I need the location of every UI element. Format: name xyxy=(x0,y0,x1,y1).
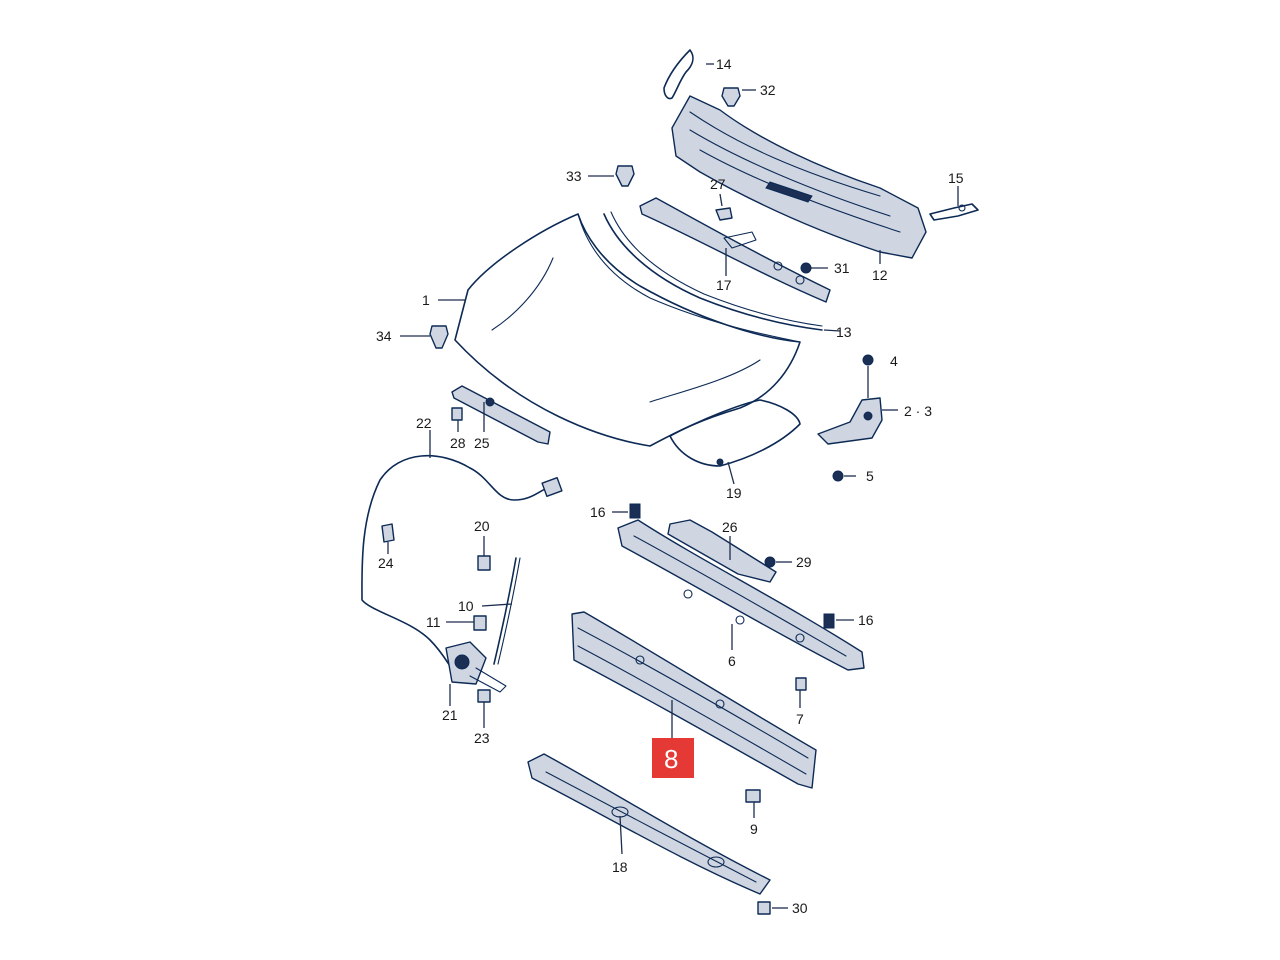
clip-11-icon xyxy=(473,615,487,631)
callout-18: 18 xyxy=(612,859,628,875)
callout-1: 1 xyxy=(422,292,430,308)
highlight-box-8 xyxy=(652,738,694,778)
callout-23: 23 xyxy=(474,730,490,746)
callout-4: 4 xyxy=(890,353,898,369)
washer-nozzle-part xyxy=(929,203,979,221)
core-support-upper-part xyxy=(617,519,865,671)
callout-15: 15 xyxy=(948,170,964,186)
fasteners xyxy=(381,87,874,915)
leader-lines xyxy=(387,63,959,909)
callout-11: 11 xyxy=(426,614,441,630)
clip-27-icon xyxy=(715,207,733,221)
bolt-16b-icon xyxy=(823,613,835,629)
callout-9: 9 xyxy=(750,821,758,837)
release-cable-part xyxy=(361,454,471,667)
callout-31: 31 xyxy=(834,260,850,276)
hood-part xyxy=(454,213,801,447)
clip-34-icon xyxy=(429,325,449,349)
callout-5: 5 xyxy=(866,468,874,484)
weatherstrip-part xyxy=(603,213,823,331)
prop-rod-part xyxy=(493,557,517,665)
bolt-9-icon xyxy=(745,789,761,803)
insulator-clip xyxy=(716,458,724,466)
clip-20-icon xyxy=(477,555,491,571)
callout-27: 27 xyxy=(710,176,726,192)
callout-32: 32 xyxy=(760,82,776,98)
bolt-4-icon xyxy=(862,354,874,366)
hood-insulator-part xyxy=(669,399,801,467)
callout-16a: 16 xyxy=(590,504,606,520)
lower-crossmember-part xyxy=(527,753,771,895)
cowl-top-part xyxy=(671,95,927,259)
callouts: 1 2 · 3 4 5 6 7 8 9 10 11 12 13 14 15 16… xyxy=(376,56,964,916)
bolt-30-icon xyxy=(757,901,771,915)
callout-24: 24 xyxy=(378,555,394,571)
callout-25: 25 xyxy=(474,435,490,451)
cowl-bracket-part xyxy=(639,197,831,303)
weatherstrip-inner-line xyxy=(610,211,823,327)
release-cable-end xyxy=(469,467,549,501)
bracket-bolt xyxy=(485,397,495,407)
callout-19: 19 xyxy=(726,485,742,501)
callout-30: 30 xyxy=(792,900,808,916)
callout-22: 22 xyxy=(416,415,432,431)
callout-8-highlight: 8 xyxy=(664,744,678,774)
callout-16b: 16 xyxy=(858,612,874,628)
callout-7: 7 xyxy=(796,711,804,727)
callout-12: 12 xyxy=(872,267,888,283)
release-bracket-part xyxy=(451,385,551,445)
bolt-5-icon xyxy=(832,470,844,482)
bolt-23-icon xyxy=(477,689,491,703)
clip-32-icon xyxy=(721,87,741,107)
clip-14-part xyxy=(663,49,694,100)
callout-17: 17 xyxy=(716,277,732,293)
callout-21: 21 xyxy=(442,707,458,723)
bolt-7-icon xyxy=(795,677,807,691)
clip-29-icon xyxy=(764,556,776,568)
callout-10: 10 xyxy=(458,598,474,614)
callout-28: 28 xyxy=(450,435,466,451)
clip-31-icon xyxy=(800,262,812,274)
bumper-reinforcement-part xyxy=(571,611,817,789)
callout-34: 34 xyxy=(376,328,392,344)
callout-33: 33 xyxy=(566,168,582,184)
callout-2-3: 2 · 3 xyxy=(904,403,932,419)
cable-connector xyxy=(541,476,563,498)
hood-latch-part xyxy=(445,641,507,693)
callout-29: 29 xyxy=(796,554,812,570)
callout-26: 26 xyxy=(722,519,738,535)
clip-33-icon xyxy=(615,165,635,187)
bolt-28-icon xyxy=(451,407,463,421)
hood-hinge-part xyxy=(817,397,883,445)
callout-13: 13 xyxy=(836,324,852,340)
lock-bracket-part xyxy=(667,519,777,583)
callout-20: 20 xyxy=(474,518,490,534)
callout-14: 14 xyxy=(716,56,732,72)
bolt-16a-icon xyxy=(629,503,641,519)
clip-24-icon xyxy=(381,523,395,543)
callout-6: 6 xyxy=(728,653,736,669)
